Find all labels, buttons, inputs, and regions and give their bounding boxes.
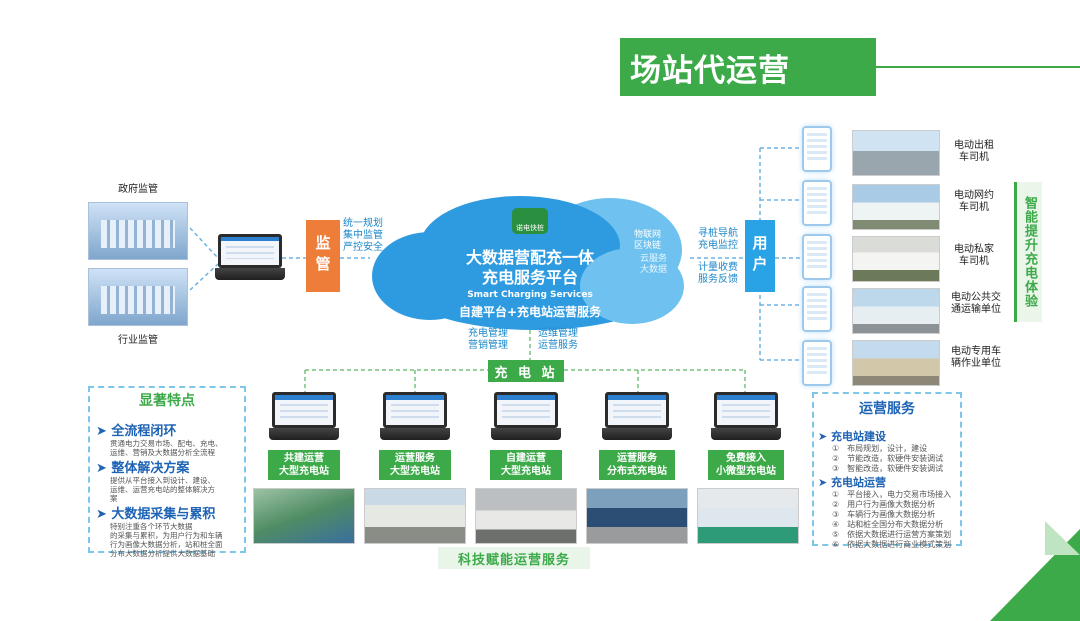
private-car-photo [852, 236, 940, 282]
special-vehicle-photo [852, 340, 940, 386]
features-title: 显著特点 [139, 393, 195, 409]
station-laptop [710, 392, 782, 440]
bottom-caption: 科技赋能运营服务 [438, 547, 590, 569]
gov-building-image [88, 202, 188, 260]
note: 云服务 [640, 254, 668, 264]
phone-icon [802, 180, 832, 226]
station-photo-3 [475, 488, 577, 544]
station-laptop [601, 392, 673, 440]
station-type-2: 运营服务大型充电站 [379, 450, 451, 480]
user-label-5: 电动专用车辆作业单位 [951, 346, 1001, 369]
note: 运营服务 [538, 340, 578, 351]
station-photo-5 [697, 488, 799, 544]
rideshare-photo [852, 184, 940, 230]
iot-notes: 物联网 区块链 [634, 230, 661, 252]
station-type-1: 共建运营大型充电站 [268, 450, 340, 480]
gov-label: 政府监管 [118, 184, 158, 195]
user-label-4: 电动公共交通运输单位 [951, 292, 1001, 315]
user-box: 用户 [745, 220, 775, 292]
user-label-3: 电动私家车司机 [954, 244, 994, 267]
station-photo-2 [364, 488, 466, 544]
station-type-5: 免费接入小微型充电站 [708, 450, 784, 480]
services-panel [812, 392, 962, 546]
station-laptop [490, 392, 562, 440]
main-line: 充电服务平台 [481, 268, 578, 287]
corner-decoration [990, 521, 1080, 621]
user-notes-2: 计量收费 服务反馈 [698, 262, 738, 286]
user-notes-1: 寻桩导航 充电监控 [698, 228, 738, 252]
note: 寻桩导航 [698, 228, 738, 239]
note: 物联网 [634, 230, 662, 240]
feature-text: 提供从平台接入到设计、建设、运维、运营充电站的整体解决方案 [110, 476, 215, 503]
note: 区块链 [634, 241, 662, 251]
experience-label: 智能提升充电体验 [1014, 182, 1042, 322]
phone-icon [802, 234, 832, 280]
mgmt-notes-left: 充电管理 营销管理 [468, 328, 508, 352]
station-label: 充 电 站 [488, 360, 564, 382]
feature-text: 贯通电力交易市场、配电、充电、运维、营销及大数据分析全流程 [110, 439, 223, 457]
main-line: 大数据营配充一体 [465, 248, 594, 267]
mgmt-notes-right: 运维管理 运营服务 [538, 328, 578, 352]
note: 统一规划 [343, 218, 383, 229]
phone-icon [802, 340, 832, 386]
features-list: ➤ 全流程闭环 贯通电力交易市场、配电、充电、运维、营销及大数据分析全流程 ➤ … [96, 420, 242, 558]
feature-heading: ➤ 整体解决方案 [96, 461, 190, 476]
feature-text: 特别注重各个环节大数据的采集与累积，为用户行为和车辆行为画像大数据分析，站和桩全… [110, 522, 223, 558]
station-laptop [268, 392, 340, 440]
station-type-4: 运营服务分布式充电站 [599, 450, 675, 480]
feature-heading: ➤ 全流程闭环 [96, 424, 177, 439]
supervise-box: 监管 [306, 220, 340, 292]
bus-photo [852, 288, 940, 334]
feature-heading: ➤ 大数据采集与累积 [96, 507, 216, 522]
industry-building-image [88, 268, 188, 326]
note: 计量收费 [698, 262, 738, 273]
services-title: 运营服务 [859, 401, 915, 417]
station-photo-1 [253, 488, 355, 544]
logo-badge: 诺电快桩 [512, 208, 548, 234]
supervise-notes: 统一规划 集中监管 严控安全 [343, 218, 383, 254]
title-rule [876, 66, 1080, 68]
phone-icon [802, 126, 832, 172]
user-label-2: 电动网约车司机 [954, 190, 994, 213]
note: 充电监控 [698, 240, 738, 251]
note: 运维管理 [538, 328, 578, 339]
supervise-laptop [214, 234, 286, 280]
industry-label: 行业监管 [118, 335, 158, 346]
note: 大数据 [640, 265, 668, 275]
user-label-1: 电动出租车司机 [954, 140, 994, 163]
note: 服务反馈 [698, 274, 738, 285]
note: 集中监管 [343, 230, 383, 241]
page-title: 场站代运营 [620, 38, 876, 96]
cloud-service-notes: 云服务 大数据 [640, 254, 667, 276]
cloud-en: Smart Charging Services [467, 290, 593, 300]
features-panel [88, 386, 246, 553]
taxi-photo [852, 130, 940, 176]
logo-text: 诺电快桩 [516, 224, 544, 232]
service-group-heading: ➤ 充电站运营 [818, 476, 887, 489]
cloud-main-title: 大数据营配充一体 充电服务平台 [430, 248, 630, 288]
note: 严控安全 [343, 242, 383, 253]
phone-icon [802, 286, 832, 332]
service-group-heading: ➤ 充电站建设 [818, 430, 887, 443]
note: 营销管理 [468, 340, 508, 351]
cloud-shape [372, 196, 684, 330]
station-type-3: 自建运营大型充电站 [490, 450, 562, 480]
note: 充电管理 [468, 328, 508, 339]
station-photo-4 [586, 488, 688, 544]
cloud-subtitle: 自建平台+充电站运营服务 [458, 305, 602, 319]
station-laptop [379, 392, 451, 440]
